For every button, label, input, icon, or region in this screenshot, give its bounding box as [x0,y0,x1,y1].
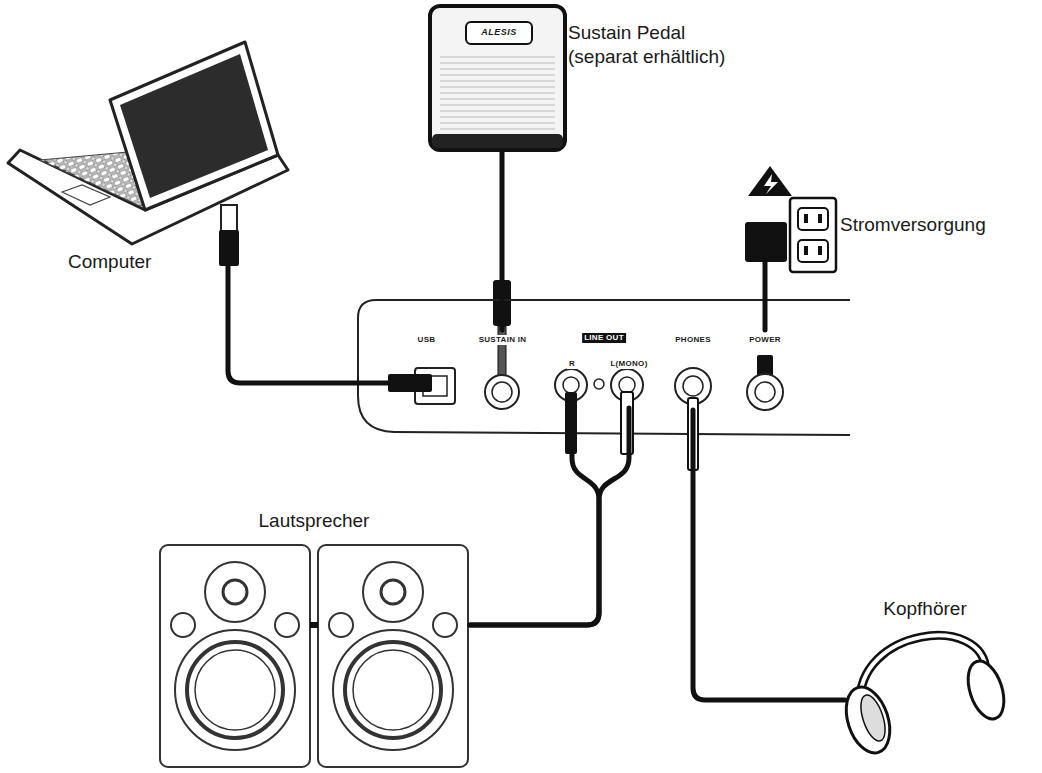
speakers-part [171,613,195,637]
laptop-part [221,205,237,231]
power-outlet-part [818,214,822,223]
port-node: PHONES [663,330,723,410]
device-node: Computer [10,38,290,266]
power-outlet-part [745,222,787,262]
rear-panel-part [755,382,775,402]
cable [470,408,629,625]
power-outlet-part [798,208,828,230]
power-outlet-part [790,198,836,272]
rear-panel [358,300,850,470]
power-outlet-part [804,214,808,223]
speakers-part [353,650,433,730]
headphones [838,635,1010,758]
device-node: Stromversorgung [745,165,1038,262]
port-label: PHONES [673,335,713,345]
speakers-part [329,613,353,637]
sustain-pedal-part [432,134,563,148]
laptop [8,42,288,266]
headphones-part [856,692,890,744]
rear-panel-part [388,374,432,392]
laptop-part [110,42,278,210]
port-label: POWER [747,335,783,345]
cable [228,266,388,383]
device-label: Stromversorgung [840,213,986,237]
rear-panel-part [358,300,850,435]
laptop-part [120,54,268,198]
device-label: Sustain Pedal (separat erhältlich) [568,21,758,69]
headphones-part [860,635,986,705]
speakers-part [310,622,318,628]
port-node: L(MONO) [600,355,658,408]
speakers-part [205,562,265,622]
port-label: USB [416,335,438,345]
device-node: Kopfhörer [845,597,1005,760]
sustain-pedal-part [440,55,555,130]
cable [763,262,768,330]
device-node: Lautsprecher [158,506,470,768]
speakers-part [275,613,299,637]
sustain-pedal [430,6,565,392]
speakers-part [345,642,441,738]
brand-logo: ALESIS [481,27,517,37]
speakers-part [195,650,275,730]
power-outlet-part [798,240,828,262]
rear-panel-part [594,379,604,389]
speakers [160,545,468,767]
power-outlet-part [764,174,778,194]
rear-panel-part [563,377,579,393]
device-label: Lautsprecher [259,509,370,533]
port-node: SUSTAIN IN [470,330,535,410]
power-outlet-part [818,246,822,255]
speakers-part [160,545,310,767]
port-node: R [550,355,594,408]
port-node: USB [388,330,465,410]
laptop-part [62,185,110,205]
rear-panel-part [683,376,703,396]
speakers-part [175,630,295,750]
headphones-part [838,681,897,758]
speakers-part [318,545,468,767]
power-outlet-part [748,166,792,196]
device-label: Computer [68,250,151,274]
speakers-part [363,562,423,622]
speakers-part [381,580,405,604]
power-outlet [745,166,836,387]
port-label: R [567,359,577,369]
rear-panel-part [492,382,512,402]
headphones-part [962,657,1011,724]
speakers-part [223,580,247,604]
port-node: POWER [735,330,795,410]
speakers-part [433,613,457,637]
port-label: L(MONO) [608,359,649,369]
sustain-pedal-part [466,22,532,44]
cable [693,410,845,700]
rear-panel-part [747,374,783,410]
speakers-part [333,630,453,750]
device-node: Sustain Pedal (separat erhältlich) [425,5,785,152]
device-label: Kopfhörer [883,597,966,621]
rear-panel-part [619,377,635,393]
sustain-pedal-part [430,6,565,150]
laptop-part [219,230,239,266]
port-label: SUSTAIN IN [477,335,529,345]
group-label: LINE OUT [582,333,626,343]
rear-panel-part [485,375,519,409]
speakers-part [187,642,283,738]
cable [470,408,599,625]
port-node: LINE OUT R L(MONO) [548,328,660,410]
power-outlet-part [804,246,808,255]
headphones-part [860,635,986,705]
cable [500,152,505,330]
